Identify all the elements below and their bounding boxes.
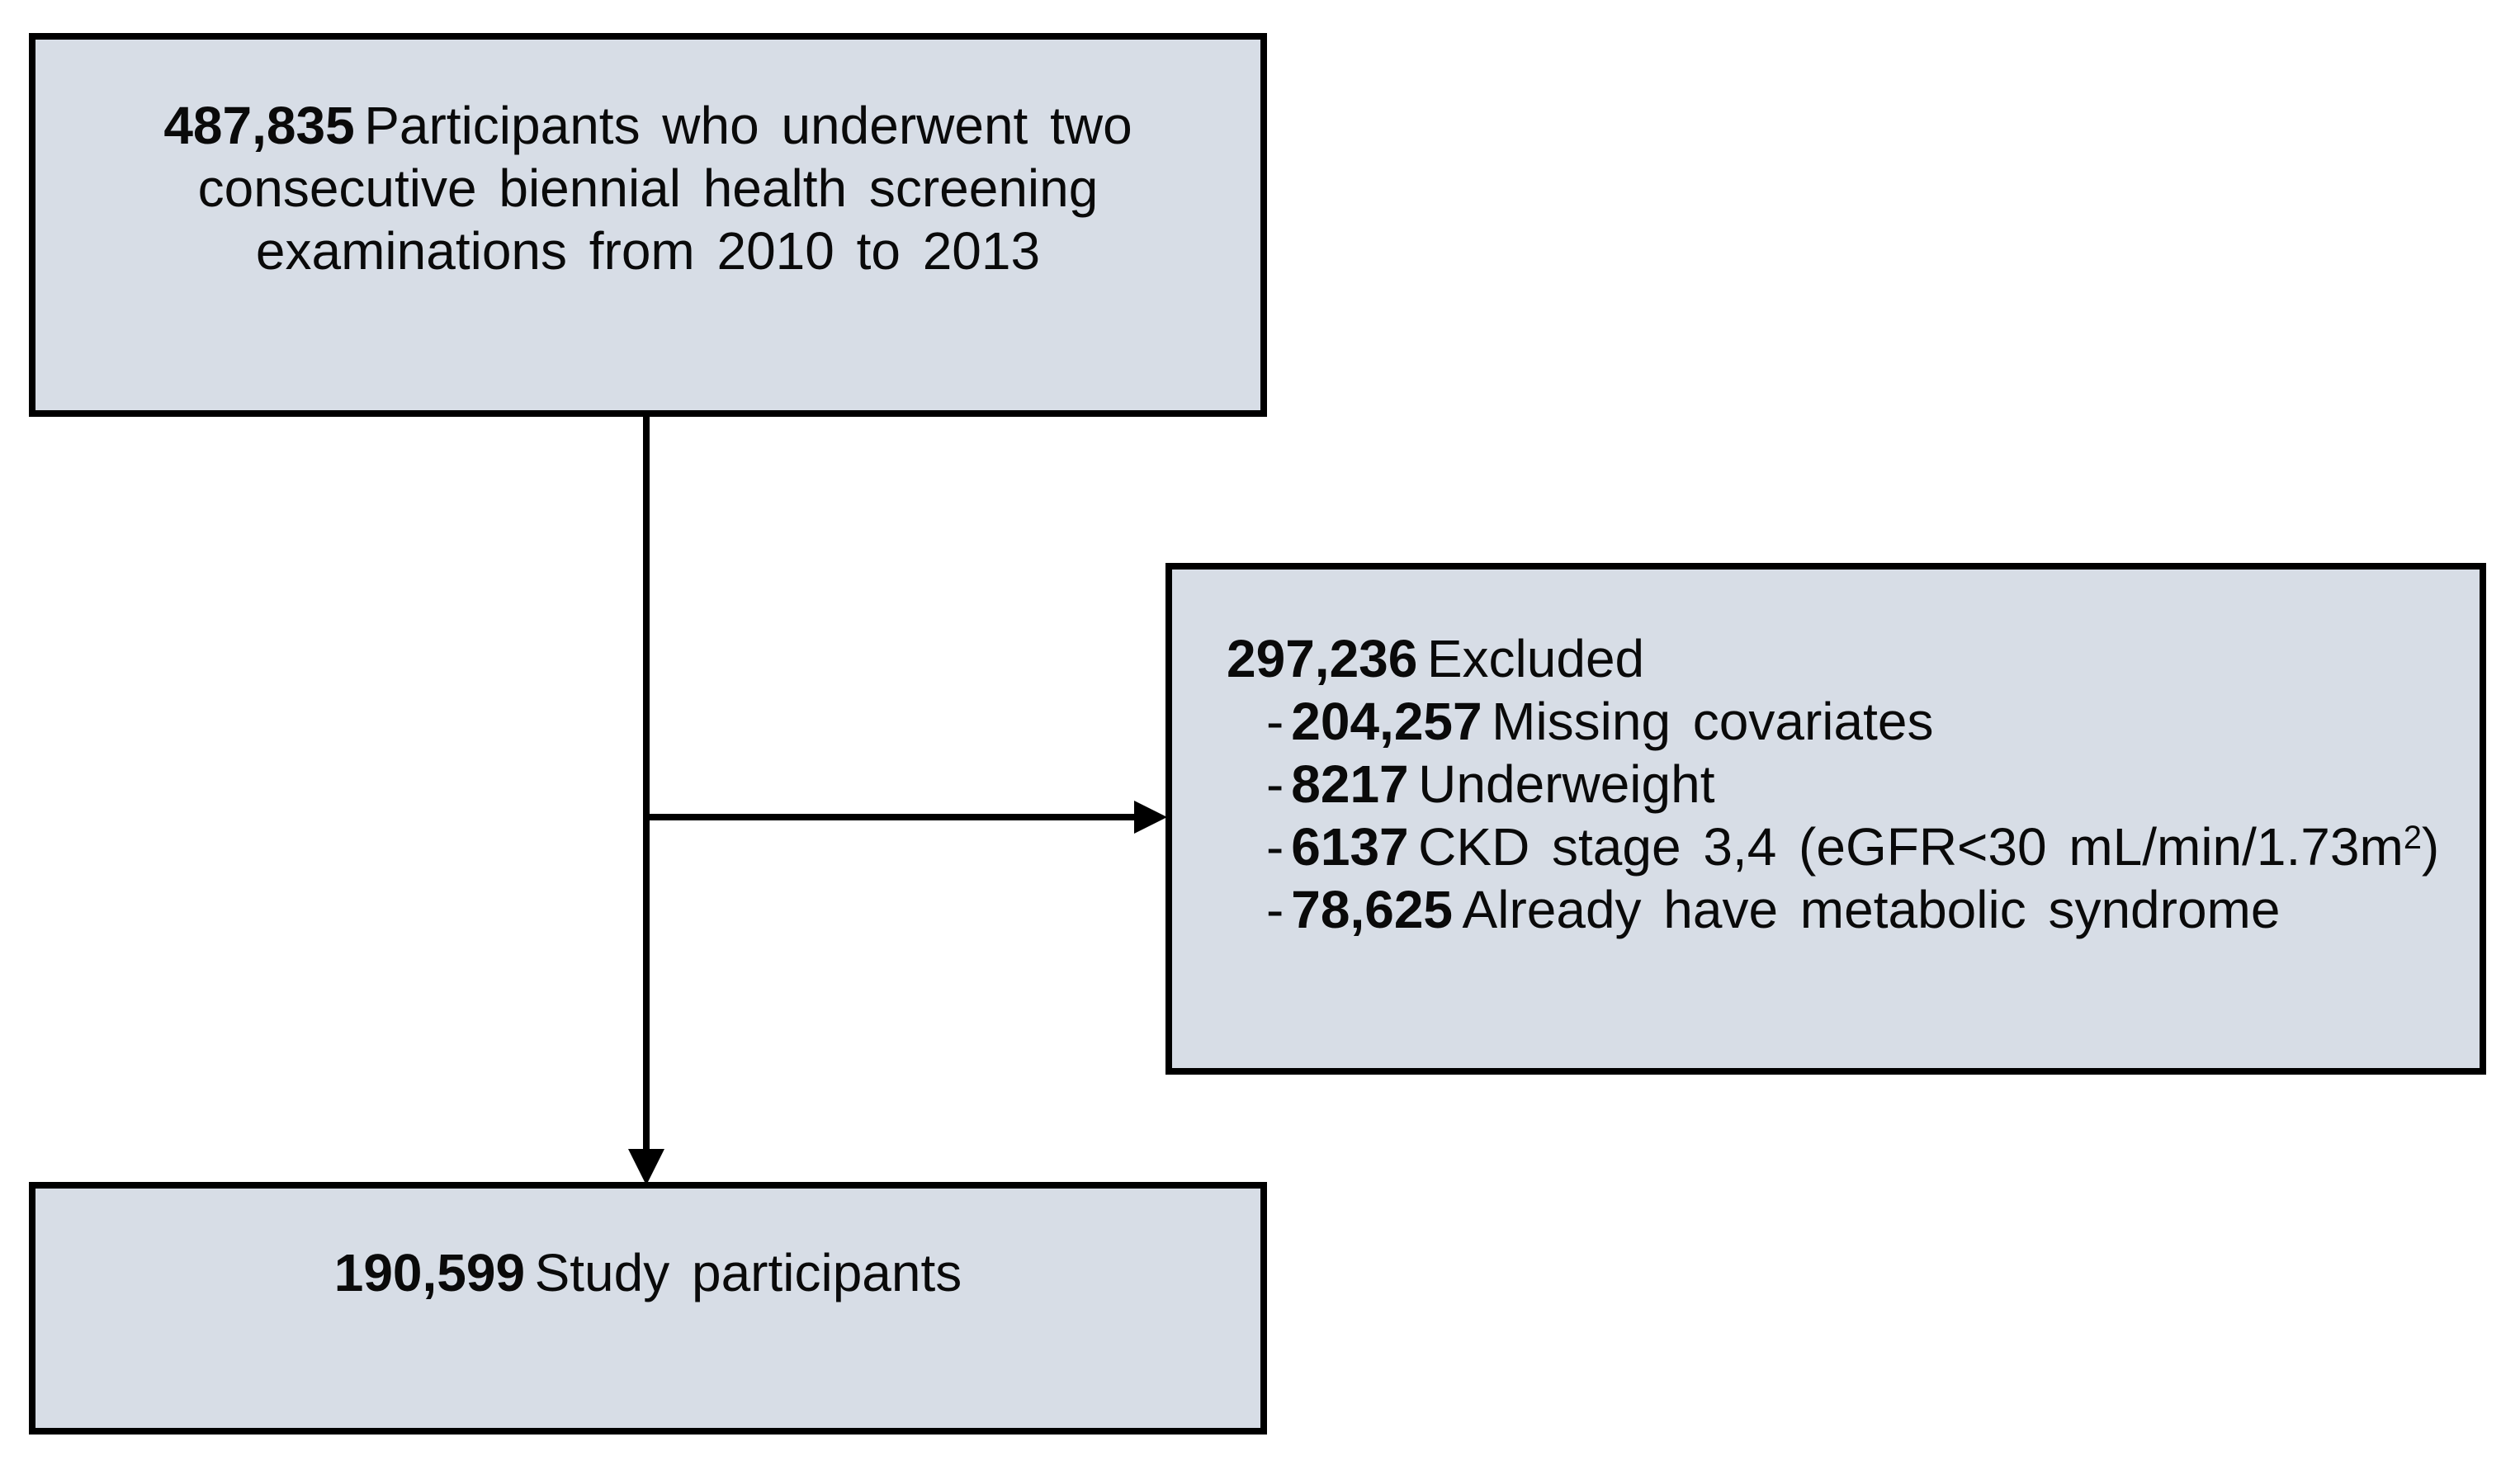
horizontal-connector-line [643,814,1136,820]
item-count: 78,625 [1291,880,1454,939]
arrow-right-head [1134,801,1167,834]
item-count: 8217 [1291,754,1409,814]
item-dash: - [1266,880,1284,939]
vertical-connector-line [643,415,650,1149]
item-label: CKD stage 3,4 (eGFR<30 mL/min/1.73m [1418,817,2404,877]
item-label-suffix: ) [2421,817,2440,877]
item-count: 6137 [1291,817,1409,877]
result-label: Study participants [534,1243,962,1302]
item-label: Already have metabolic syndrome [1462,880,2281,939]
enrollment-line1-text: Participants who underwent two [364,96,1132,155]
item-count: 204,257 [1291,692,1482,751]
enrollment-text-line-3: examinations from 2010 to 2013 [255,221,1041,281]
item-label: Underweight [1418,754,1715,814]
exclusion-label: Excluded [1426,629,1645,688]
enrollment-count: 487,835 [163,96,355,155]
item-dash: - [1266,754,1284,814]
enrollment-text-line-2: consecutive biennial health screening [197,158,1099,218]
result-count: 190,599 [333,1243,526,1302]
arrow-down-head [628,1149,664,1185]
exclusion-count: 297,236 [1227,629,1418,688]
item-label: Missing covariates [1492,692,1934,751]
item-dash: - [1266,817,1284,877]
item-superscript: 2 [2403,820,2422,857]
item-dash: - [1266,692,1284,751]
